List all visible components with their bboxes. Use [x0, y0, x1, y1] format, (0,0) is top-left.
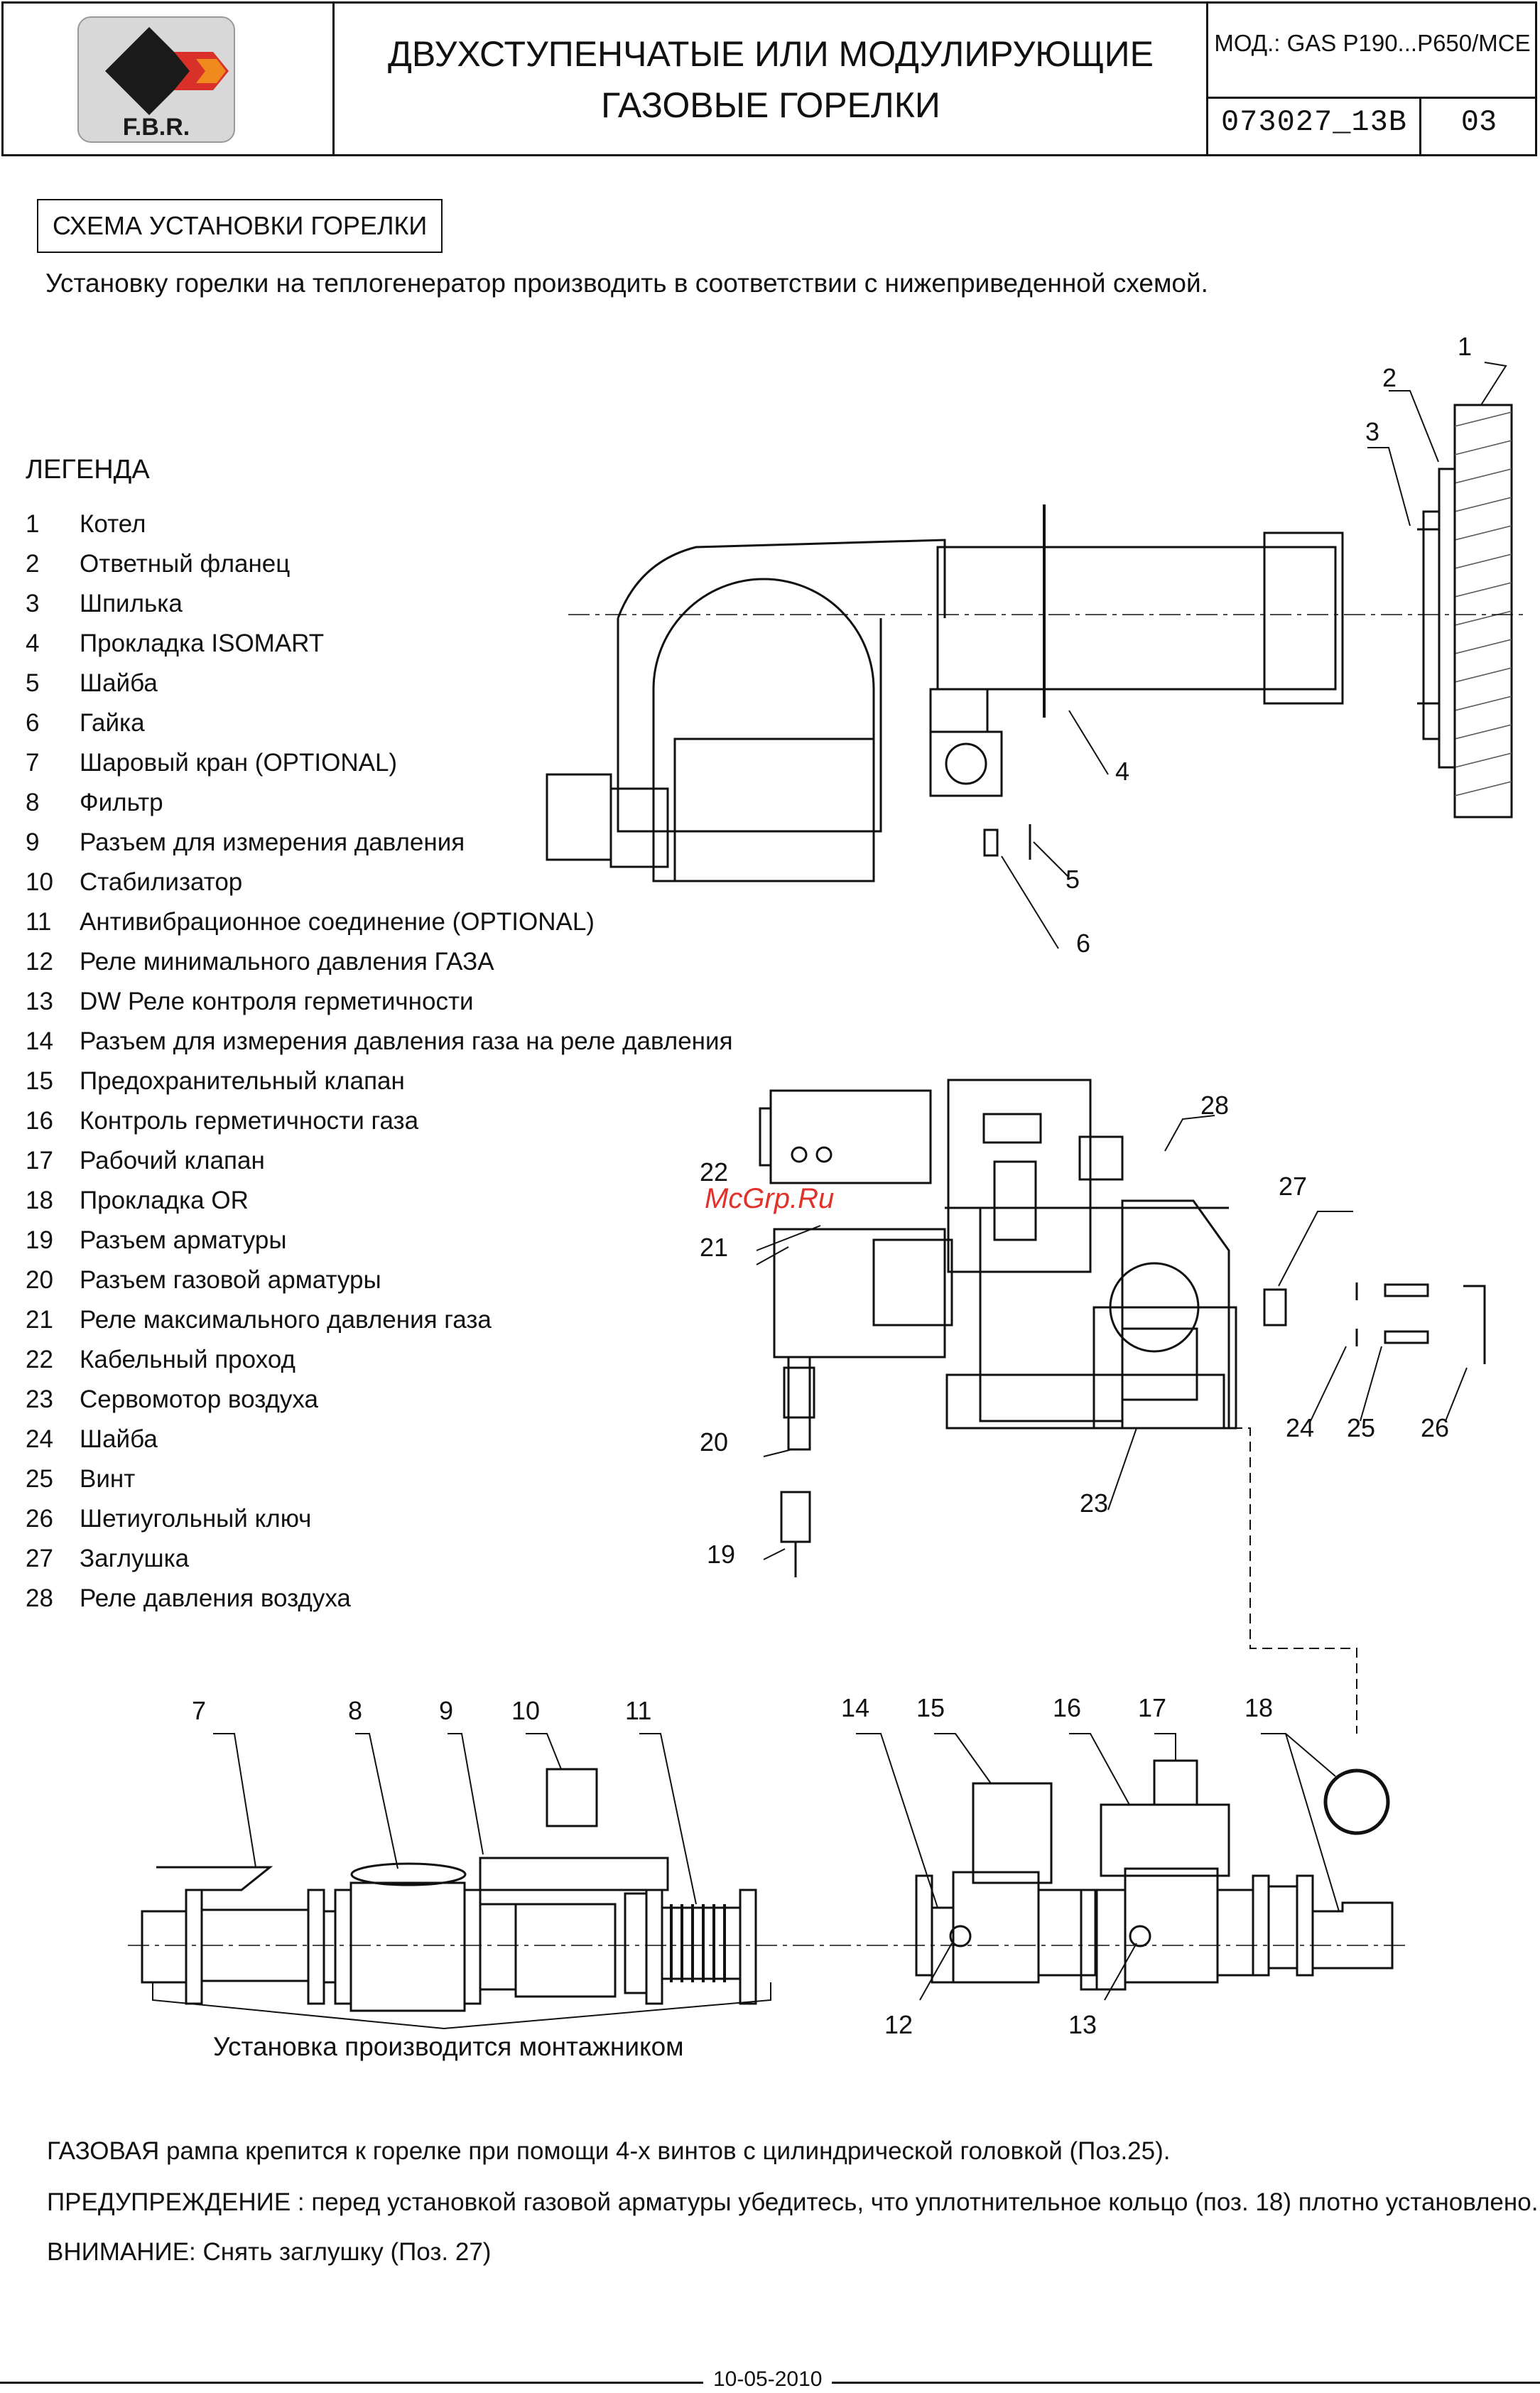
callout-3: 3 — [1365, 417, 1379, 446]
callout-8: 8 — [348, 1696, 362, 1725]
callout-23: 23 — [1080, 1489, 1108, 1518]
footer-date: 10-05-2010 — [703, 2367, 833, 2392]
callout-14: 14 — [841, 1693, 869, 1722]
header-frame — [1, 1, 1537, 156]
legend-title: ЛЕГЕНДА — [26, 455, 150, 485]
callout-5: 5 — [1065, 865, 1080, 894]
callout-18: 18 — [1245, 1693, 1273, 1722]
burner-top-view — [759, 1079, 1486, 1734]
callout-26: 26 — [1421, 1413, 1449, 1442]
note-attention: ВНИМАНИЕ: Снять заглушку (Поз. 27) — [47, 2238, 492, 2266]
fbr-logo: F.B.R. — [77, 16, 235, 143]
callout-15: 15 — [916, 1693, 945, 1722]
sheet-number: 03 — [1460, 105, 1497, 139]
callout-19: 19 — [707, 1540, 735, 1569]
note-mounting: ГАЗОВАЯ рампа крепится к горелке при пом… — [47, 2137, 1171, 2165]
callout-12: 12 — [884, 2010, 913, 2039]
doc-code: 073027_13B — [1220, 105, 1408, 139]
callout-10: 10 — [511, 1696, 540, 1725]
burner-side-view — [546, 404, 1527, 882]
section-title: СХЕМА УСТАНОВКИ ГОРЕЛКИ — [37, 199, 443, 253]
callout-17: 17 — [1138, 1693, 1166, 1722]
title-line-2: ГАЗОВЫЕ ГОРЕЛКИ — [601, 85, 940, 125]
header-divider — [1206, 1, 1208, 156]
callout-4: 4 — [1115, 757, 1129, 786]
callouts: 1 2 3 4 5 6 28 27 22 21 20 23 24 25 26 1… — [192, 332, 1472, 2039]
callout-25: 25 — [1347, 1413, 1375, 1442]
watermark: McGrp.Ru — [705, 1183, 835, 1214]
page-title: ДВУХСТУПЕНЧАТЫЕ ИЛИ МОДУЛИРУЮЩИЕ ГАЗОВЫЕ… — [335, 28, 1206, 131]
callout-24: 24 — [1286, 1413, 1314, 1442]
brand-text: F.B.R. — [123, 114, 190, 141]
callout-2: 2 — [1382, 363, 1397, 392]
callout-22: 22 — [700, 1157, 728, 1187]
callout-13: 13 — [1068, 2010, 1097, 2039]
callout-27: 27 — [1279, 1172, 1307, 1201]
callout-7: 7 — [192, 1696, 206, 1725]
header-divider — [332, 1, 335, 156]
callout-21: 21 — [700, 1233, 728, 1262]
callout-1: 1 — [1458, 332, 1472, 361]
leader-lines — [213, 362, 1507, 2001]
note-warning: ПРЕДУПРЕЖДЕНИЕ : перед установкой газово… — [47, 2188, 1539, 2216]
header-divider — [1419, 97, 1421, 156]
install-note: Установка производится монтажником — [213, 2032, 684, 2061]
callout-28: 28 — [1200, 1091, 1229, 1120]
title-line-1: ДВУХСТУПЕНЧАТЫЕ ИЛИ МОДУЛИРУЮЩИЕ — [388, 34, 1154, 74]
callout-20: 20 — [700, 1427, 728, 1457]
callout-16: 16 — [1053, 1693, 1081, 1722]
callout-9: 9 — [439, 1696, 453, 1725]
callout-6: 6 — [1076, 929, 1090, 958]
model-label: МОД.: GAS P190...P650/MCE — [1214, 30, 1531, 56]
valve-train — [128, 1759, 1406, 2030]
callout-11: 11 — [625, 1696, 651, 1725]
intro-text: Установку горелки на теплогенератор прои… — [45, 269, 1208, 298]
header-divider — [1206, 97, 1537, 99]
